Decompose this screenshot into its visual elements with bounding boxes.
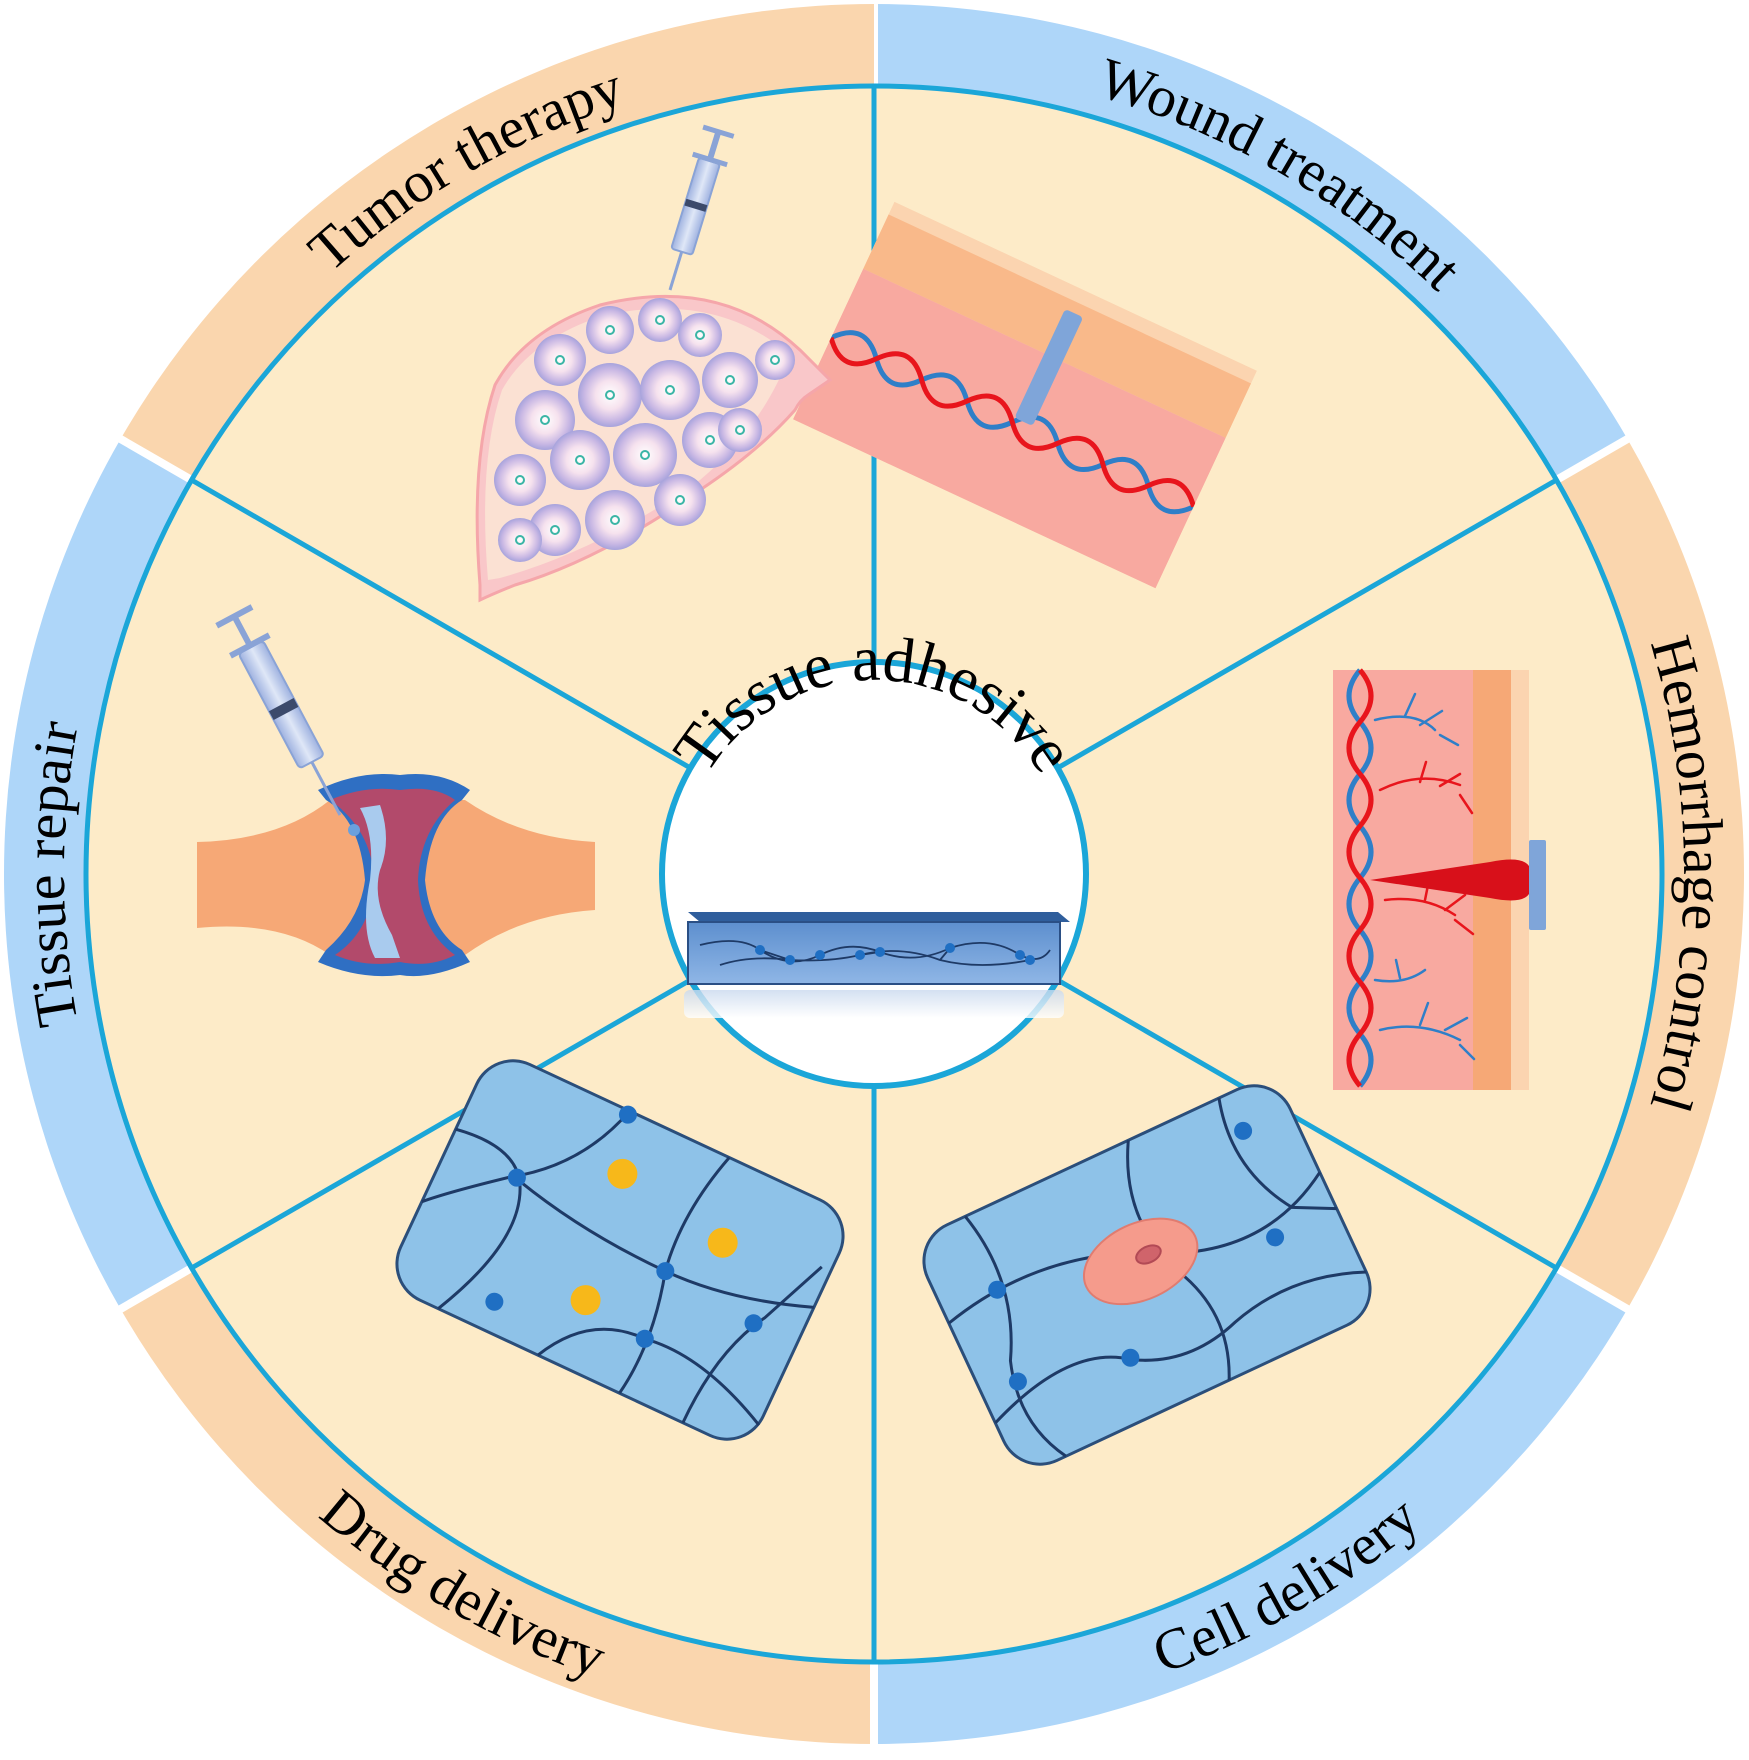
tumor-cell — [494, 454, 546, 506]
hemorrhage-control-illustration — [1333, 670, 1546, 1090]
tumor-cell — [654, 474, 706, 526]
tumor-cell — [638, 298, 682, 342]
tumor-cell — [550, 430, 610, 490]
tumor-cell — [586, 306, 634, 354]
adhesive-patch — [1529, 840, 1546, 930]
tumor-cell — [718, 408, 762, 452]
tumor-cell — [585, 490, 645, 550]
tumor-cell — [755, 340, 795, 380]
tumor-cell — [498, 518, 542, 562]
tumor-cell — [534, 334, 586, 386]
tumor-cell — [640, 360, 700, 420]
tumor-cell — [702, 352, 758, 408]
hydrogel-slab — [684, 912, 1070, 1018]
tumor-cell — [578, 363, 642, 427]
tumor-cell — [678, 313, 722, 357]
